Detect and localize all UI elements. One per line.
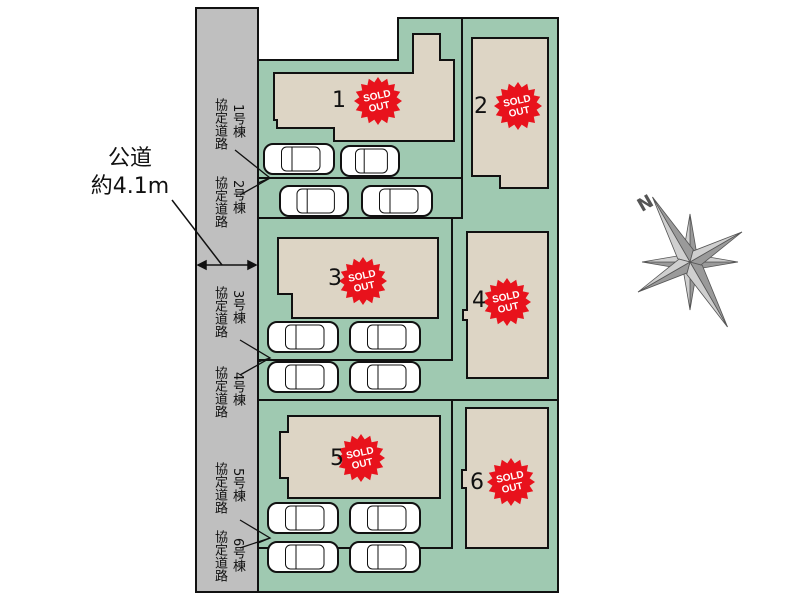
private-road-lot: 3号棟 xyxy=(230,290,245,325)
private-road-lot: 1号棟 xyxy=(230,104,245,139)
road-width-arrow xyxy=(171,199,258,271)
car-icon xyxy=(349,502,421,534)
car-icon xyxy=(349,541,421,573)
svg-text:OUT: OUT xyxy=(368,100,391,115)
private-road-label: 協定道路 xyxy=(212,530,227,582)
car-icon xyxy=(340,145,400,177)
private-road-label: 協定道路 xyxy=(212,98,227,150)
compass-icon: N xyxy=(634,191,743,328)
lot-4-number: 4 xyxy=(472,288,486,313)
private-road-label: 協定道路 xyxy=(212,462,227,514)
lot-3-number: 3 xyxy=(328,266,342,291)
svg-text:OUT: OUT xyxy=(351,457,374,472)
car-icon xyxy=(263,143,335,175)
road-name: 公道 xyxy=(107,146,152,171)
car-icon xyxy=(267,361,339,393)
public-road xyxy=(195,7,259,593)
private-road-lot: 5号棟 xyxy=(230,468,245,503)
lot-5-number: 5 xyxy=(330,446,344,471)
car-icon xyxy=(361,185,433,217)
private-road-lot: 4号棟 xyxy=(230,372,245,407)
private-road-label: 協定道路 xyxy=(212,366,227,418)
svg-text:OUT: OUT xyxy=(501,481,524,496)
lot-6-number: 6 xyxy=(470,470,484,495)
private-road-lot: 6号棟 xyxy=(230,538,245,573)
car-icon xyxy=(267,502,339,534)
car-icon xyxy=(349,361,421,393)
private-road-lot: 2号棟 xyxy=(230,180,245,215)
lot-1-number: 1 xyxy=(332,88,346,113)
private-road-label: 協定道路 xyxy=(212,176,227,228)
car-icon xyxy=(349,321,421,353)
parking-cars xyxy=(263,143,433,573)
svg-text:OUT: OUT xyxy=(497,301,520,316)
car-icon xyxy=(267,541,339,573)
svg-text:OUT: OUT xyxy=(353,280,376,295)
road-width: 約4.1m xyxy=(90,174,170,199)
svg-text:OUT: OUT xyxy=(508,105,531,120)
compass-north-label: N xyxy=(634,191,658,217)
private-road-leaders xyxy=(234,149,272,549)
car-icon xyxy=(267,321,339,353)
car-icon xyxy=(279,185,349,217)
lot-boundaries xyxy=(258,18,558,549)
lot-2-number: 2 xyxy=(474,94,488,119)
private-road-label: 協定道路 xyxy=(212,286,227,338)
